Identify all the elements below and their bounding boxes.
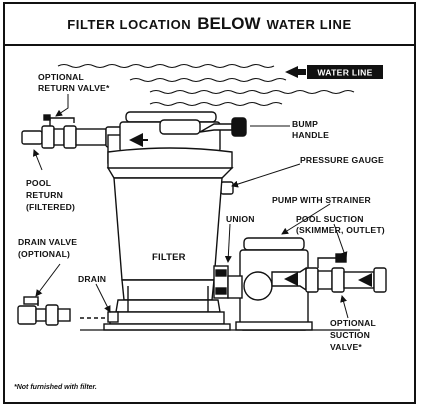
drain-valve — [17, 296, 71, 326]
water-line-badge — [307, 65, 383, 79]
drain-plug — [80, 311, 119, 323]
label-drain-valve-2: (OPTIONAL) — [18, 249, 70, 259]
diagram-title: FILTER LOCATION BELOW WATER LINE — [5, 4, 414, 46]
label-optional-suction-valve-2: SUCTION — [330, 330, 370, 340]
title-prefix: FILTER LOCATION — [67, 16, 192, 32]
label-pool-suction: POOL SUCTION — [296, 214, 364, 224]
label-optional-return-valve: OPTIONAL — [38, 72, 84, 82]
label-filter: FILTER — [152, 252, 186, 263]
water-line-arrow-icon — [285, 66, 306, 78]
label-optional-return-valve-2: RETURN VALVE* — [38, 83, 110, 93]
water-waves — [57, 63, 355, 107]
leader-lines — [32, 94, 349, 319]
label-pool-suction-2: (SKIMMER, OUTLET) — [296, 225, 385, 235]
label-bump-handle: BUMP — [292, 119, 318, 129]
filter-head — [107, 111, 247, 173]
label-bump-handle-2: HANDLE — [292, 130, 329, 140]
label-pool-return-2: RETURN — [26, 190, 63, 200]
label-drain-valve: DRAIN VALVE — [18, 237, 77, 247]
title-emphasis: BELOW — [197, 14, 261, 33]
footnote: *Not furnished with filter. — [14, 384, 97, 391]
water-line-marker: WATER LINE — [285, 65, 383, 79]
suction-valve — [305, 253, 387, 293]
water-line-label: WATER LINE — [317, 68, 372, 78]
label-union: UNION — [226, 214, 255, 224]
label-pool-return-3: (FILTERED) — [26, 202, 75, 212]
label-optional-suction-valve: OPTIONAL — [330, 318, 376, 328]
label-pressure-gauge: PRESSURE GAUGE — [300, 155, 384, 165]
pump-with-strainer — [227, 237, 313, 331]
pressure-gauge-icon — [220, 181, 234, 195]
filter-tank — [103, 167, 234, 331]
union-fitting — [213, 265, 229, 299]
label-pool-return: POOL — [26, 178, 51, 188]
label-pump-with-strainer: PUMP WITH STRAINER — [272, 195, 372, 205]
label-optional-suction-valve-3: VALVE* — [330, 342, 362, 352]
title-suffix: WATER LINE — [266, 16, 352, 32]
label-drain: DRAIN — [78, 274, 106, 284]
return-valve — [21, 114, 107, 149]
diagram-labels: OPTIONAL RETURN VALVE* BUMP HANDLE PRESS… — [14, 72, 385, 391]
